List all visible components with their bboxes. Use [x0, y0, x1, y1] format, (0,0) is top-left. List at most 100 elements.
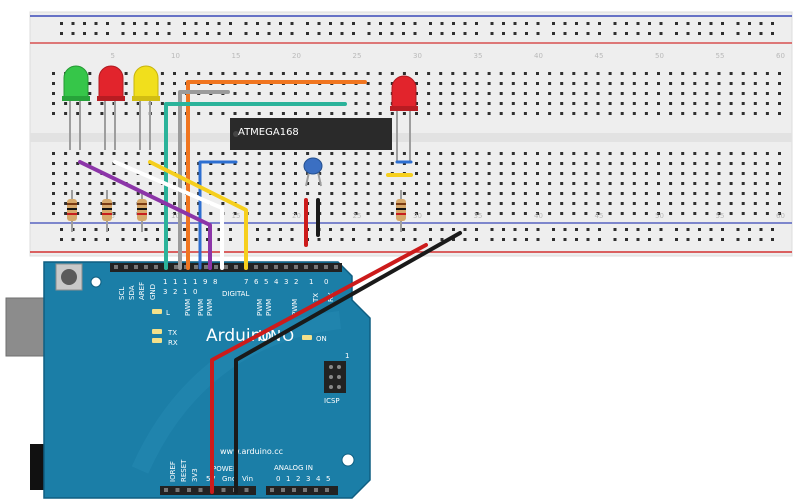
- resistor-band: [102, 213, 112, 215]
- breadboard-hole: [452, 238, 455, 241]
- breadboard-hole: [148, 212, 152, 215]
- breadboard-hole: [427, 162, 431, 165]
- breadboard-hole: [183, 228, 186, 231]
- breadboard-hole: [753, 102, 757, 105]
- breadboard-hole: [586, 32, 590, 35]
- breadboard-hole: [513, 32, 517, 35]
- breadboard-hole: [76, 102, 80, 105]
- header-pin: [325, 488, 329, 492]
- breadboard-hole: [475, 22, 478, 25]
- breadboard-hole: [608, 82, 612, 85]
- breadboard-hole: [536, 22, 540, 25]
- led-red-2: [390, 75, 418, 111]
- breadboard-hole: [294, 182, 297, 185]
- led-on-label: ON: [316, 335, 327, 343]
- breadboard-hole: [245, 202, 249, 205]
- breadboard-hole: [741, 212, 745, 215]
- breadboard-hole: [596, 212, 600, 215]
- breadboard-hole: [390, 238, 394, 241]
- breadboard-hole: [148, 172, 152, 175]
- resistor-band: [396, 203, 406, 205]
- breadboard-hole: [451, 112, 455, 115]
- breadboard-row-number: 40: [534, 52, 543, 60]
- breadboard-hole: [669, 182, 673, 185]
- breadboard-hole: [267, 228, 271, 231]
- header-pin: [292, 488, 296, 492]
- breadboard-hole: [281, 72, 285, 75]
- breadboard-hole: [83, 32, 86, 35]
- breadboard-hole: [669, 102, 673, 105]
- led-red-2-base: [390, 106, 418, 111]
- breadboard-hole: [463, 22, 467, 25]
- pin-12-tens: 1: [173, 278, 177, 286]
- atmega168-chip: ATMEGA168: [230, 118, 392, 150]
- breadboard-hole: [156, 32, 159, 35]
- breadboard-hole: [475, 238, 478, 241]
- breadboard-hole: [217, 32, 221, 35]
- breadboard-hole: [52, 182, 55, 185]
- breadboard-hole: [659, 32, 663, 35]
- breadboard-hole: [548, 152, 552, 155]
- breadboard-hole: [390, 212, 394, 215]
- pwm-label: PWM: [256, 299, 264, 316]
- breadboard-hole: [379, 228, 382, 231]
- breadboard-hole: [644, 92, 648, 95]
- breadboard-hole: [536, 72, 539, 75]
- breadboard-hole: [648, 32, 651, 35]
- breadboard-hole: [753, 212, 757, 215]
- breadboard-row-number: 30: [413, 212, 422, 220]
- breadboard-hole: [329, 32, 332, 35]
- breadboard-hole: [598, 32, 601, 35]
- breadboard-hole: [608, 172, 612, 175]
- breadboard-hole: [513, 228, 517, 231]
- breadboard-hole: [560, 212, 564, 215]
- breadboard-hole: [632, 192, 636, 195]
- breadboard-hole: [717, 202, 721, 205]
- breadboard-hole: [686, 22, 690, 25]
- breadboard-hole: [64, 112, 68, 115]
- breadboard-hole: [136, 162, 140, 165]
- breadboard-hole: [318, 192, 322, 195]
- breadboard-hole: [523, 162, 527, 165]
- breadboard-hole: [572, 182, 576, 185]
- breadboard-hole: [596, 202, 600, 205]
- breadboard-hole: [451, 212, 455, 215]
- breadboard-hole: [429, 228, 432, 231]
- breadboard-hole: [427, 172, 431, 175]
- breadboard-hole: [88, 192, 92, 195]
- breadboard-hole: [499, 172, 503, 175]
- breadboard-hole: [741, 152, 745, 155]
- breadboard-hole: [402, 228, 405, 231]
- breadboard-hole: [584, 82, 588, 85]
- breadboard-hole: [281, 112, 285, 115]
- breadboard-hole: [548, 202, 552, 205]
- breadboard-hole: [390, 72, 394, 75]
- breadboard-hole: [499, 192, 503, 195]
- breadboard-hole: [536, 172, 539, 175]
- breadboard-hole: [753, 162, 757, 165]
- label-reset: RESET: [180, 459, 188, 482]
- breadboard-hole: [256, 228, 259, 231]
- breadboard-hole: [487, 162, 491, 165]
- breadboard-hole: [133, 32, 136, 35]
- breadboard-hole: [173, 162, 176, 165]
- breadboard-hole: [705, 72, 709, 75]
- reset-button-cap[interactable]: [61, 269, 77, 285]
- wire-yellow: [148, 160, 248, 270]
- breadboard-hole: [596, 152, 600, 155]
- breadboard-hole: [233, 152, 237, 155]
- breadboard-hole: [173, 202, 176, 205]
- breadboard-hole: [536, 162, 539, 165]
- breadboard-hole: [487, 72, 491, 75]
- breadboard-hole: [657, 152, 660, 155]
- breadboard-hole: [536, 32, 540, 35]
- breadboard-hole: [686, 32, 690, 35]
- breadboard-hole: [499, 72, 503, 75]
- breadboard-hole: [584, 192, 588, 195]
- breadboard-hole: [144, 238, 148, 241]
- breadboard-hole: [330, 92, 334, 95]
- breadboard-hole: [463, 238, 467, 241]
- breadboard-hole: [318, 152, 322, 155]
- breadboard-hole: [402, 22, 405, 25]
- led-tx-label: TX: [167, 329, 177, 337]
